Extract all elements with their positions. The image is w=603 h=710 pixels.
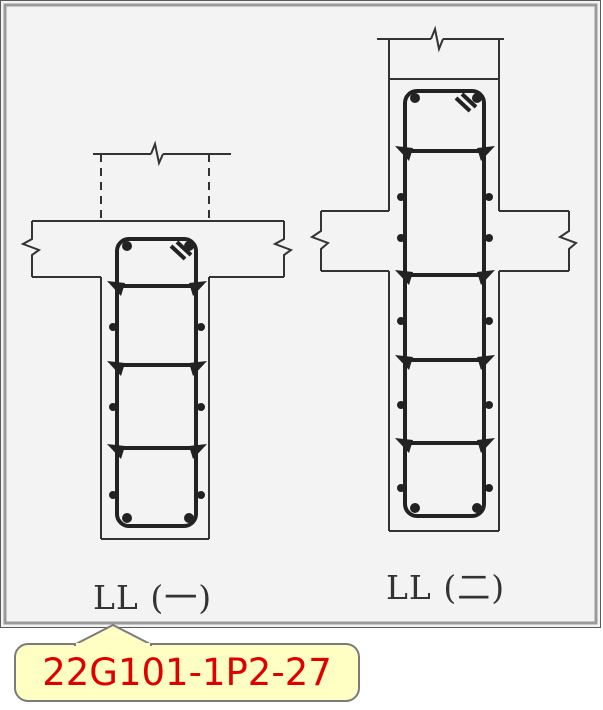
caption-ll-1: LL (一) [93, 578, 213, 617]
section-ll-1 [20, 140, 294, 540]
reference-callout: 22G101-1P2-27 [14, 623, 360, 702]
reference-code: 22G101-1P2-27 [42, 651, 332, 694]
beam-section-drawing [3, 3, 598, 625]
section-ll-2 [309, 25, 578, 532]
stirrup-ll-2 [403, 89, 486, 518]
stirrup-ll-1 [115, 237, 198, 528]
rebars-ll-2 [395, 93, 495, 513]
callout-pointer [73, 623, 153, 647]
rebars-ll-1 [107, 241, 207, 523]
caption-ll-2: LL (二) [386, 568, 506, 607]
figure-frame: LL (一) LL (二) [0, 0, 601, 628]
